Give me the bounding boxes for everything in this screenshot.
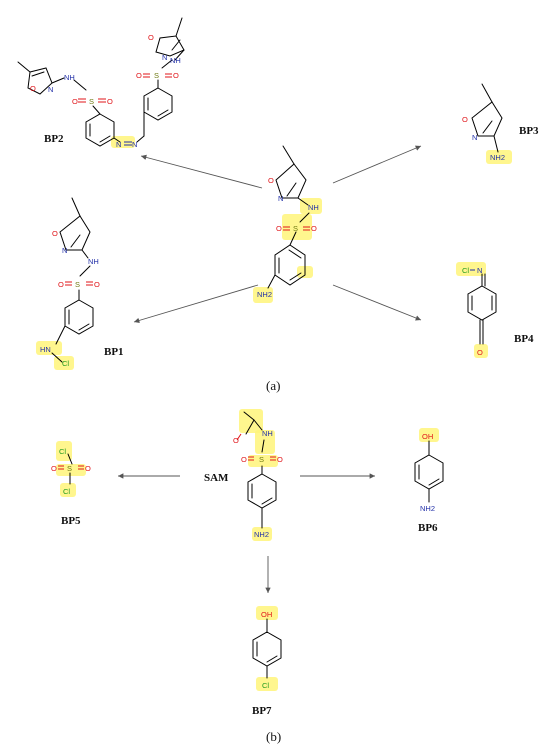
arrow-to-bp1 bbox=[133, 284, 259, 324]
bp2-structure: O N NH S O O N N S O O NH O N bbox=[17, 17, 185, 149]
atom-nh: NH bbox=[170, 56, 181, 65]
label-bp6: BP6 bbox=[418, 522, 438, 534]
sam-structure: O NH S O O NH2 bbox=[233, 409, 283, 541]
atom-o: O bbox=[173, 71, 179, 80]
atom-o: O bbox=[277, 455, 283, 464]
panel-label-b: (b) bbox=[266, 729, 281, 744]
label-bp7: BP7 bbox=[252, 705, 272, 717]
atom-o: O bbox=[477, 348, 483, 357]
atom-o: O bbox=[58, 280, 64, 289]
atom-o: O bbox=[51, 464, 57, 473]
label-sam: SAM bbox=[204, 472, 229, 484]
atom-s: S bbox=[293, 224, 298, 233]
atom-nh: NH bbox=[262, 429, 273, 438]
atom-n: N bbox=[278, 194, 283, 203]
atom-o: O bbox=[241, 455, 247, 464]
atom-oh: OH bbox=[261, 610, 272, 619]
atom-o: O bbox=[30, 84, 36, 93]
bp1-structure: O N NH S O O HN Cl bbox=[36, 197, 100, 370]
atom-s: S bbox=[67, 464, 72, 473]
atom-s: S bbox=[75, 280, 80, 289]
panel-label-a: (a) bbox=[266, 378, 280, 393]
label-bp3: BP3 bbox=[519, 125, 539, 137]
atom-n: N bbox=[472, 133, 477, 142]
atom-s: S bbox=[259, 455, 264, 464]
atom-cl: Cl bbox=[462, 266, 469, 275]
atom-oh: OH bbox=[422, 432, 433, 441]
bp6-structure: OH NH2 bbox=[414, 428, 444, 513]
atom-nh: NH bbox=[64, 73, 75, 82]
atom-cl: Cl bbox=[59, 447, 66, 456]
atom-o: O bbox=[85, 464, 91, 473]
atom-s: S bbox=[89, 97, 94, 106]
atom-o: O bbox=[311, 224, 317, 233]
atom-o: O bbox=[276, 224, 282, 233]
label-bp5: BP5 bbox=[61, 515, 81, 527]
atom-o: O bbox=[94, 280, 100, 289]
atom-nh2: NH2 bbox=[257, 290, 272, 299]
arrow-to-bp2 bbox=[140, 154, 263, 189]
arrow-to-bp3 bbox=[332, 145, 422, 184]
label-bp1: BP1 bbox=[104, 346, 124, 358]
atom-n: N bbox=[62, 246, 67, 255]
atom-o: O bbox=[268, 176, 274, 185]
atom-s: S bbox=[154, 71, 159, 80]
bp7-structure: OH Cl bbox=[252, 606, 282, 691]
atom-cl: Cl bbox=[62, 359, 69, 368]
atom-nh2: NH2 bbox=[490, 153, 505, 162]
bp4-structure: Cl N O bbox=[456, 262, 497, 358]
atom-nh2: NH2 bbox=[254, 530, 269, 539]
bp3-structure: O N NH2 bbox=[462, 83, 512, 164]
sulfamethoxazole-structure: O N NH S O O NH2 bbox=[253, 145, 322, 303]
atom-nh2: NH2 bbox=[420, 504, 435, 513]
atom-n: N bbox=[162, 53, 167, 62]
atom-o: O bbox=[148, 33, 154, 42]
atom-o: O bbox=[72, 97, 78, 106]
atom-nh: NH bbox=[308, 203, 319, 212]
atom-n: N bbox=[132, 140, 137, 149]
atom-cl: Cl bbox=[63, 487, 70, 496]
atom-o: O bbox=[233, 436, 239, 445]
atom-o: O bbox=[462, 115, 468, 124]
atom-o: O bbox=[107, 97, 113, 106]
bp5-structure: Cl S O O Cl bbox=[51, 441, 91, 497]
atom-o: O bbox=[136, 71, 142, 80]
atom-nh: NH bbox=[88, 257, 99, 266]
atom-n: N bbox=[116, 140, 121, 149]
atom-hn: HN bbox=[40, 345, 51, 354]
atom-n: N bbox=[48, 85, 53, 94]
arrow-to-bp4 bbox=[332, 284, 422, 321]
label-bp4: BP4 bbox=[514, 333, 534, 345]
atom-o: O bbox=[52, 229, 58, 238]
atom-cl: Cl bbox=[262, 681, 269, 690]
label-bp2: BP2 bbox=[44, 133, 64, 145]
atom-n: N bbox=[477, 266, 482, 275]
